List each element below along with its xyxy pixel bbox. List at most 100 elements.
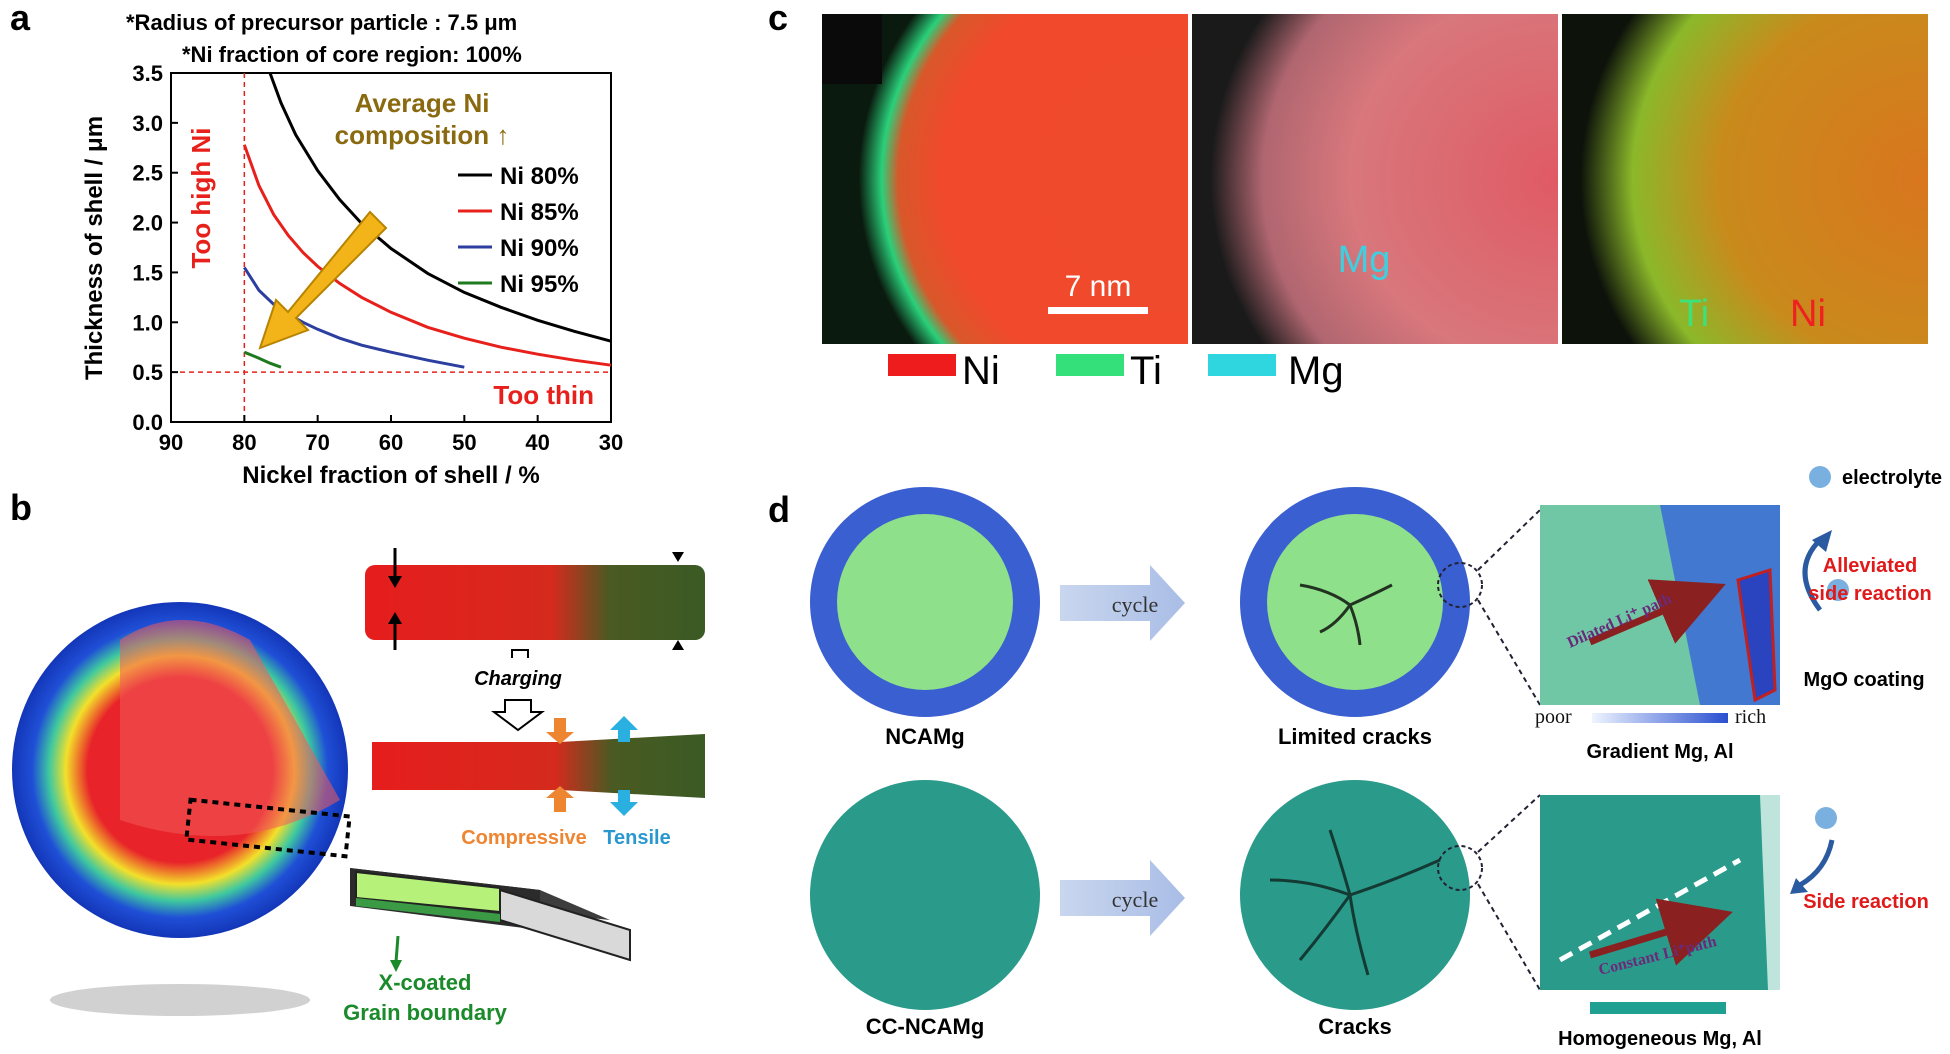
- sphere-cut-face: [120, 620, 340, 836]
- label-cracks: Cracks: [1318, 1014, 1391, 1039]
- legend-swatch-ti: [1056, 354, 1124, 376]
- particle-cc-ncamg: [810, 780, 1040, 1010]
- label-mgo-coating: MgO coating: [1803, 669, 1924, 691]
- y-tick-label: 1.0: [132, 310, 163, 335]
- cycle-label-bottom: cycle: [1112, 887, 1158, 912]
- chart-legend: Ni 80% Ni 85% Ni 90% Ni 95%: [458, 163, 579, 298]
- map-label-ni: Ni: [1790, 293, 1826, 335]
- compressive-arrow-top: [546, 718, 574, 744]
- y-tick-label: 1.5: [132, 260, 163, 285]
- scale-bar-label: 7 nm: [1065, 270, 1132, 303]
- y-tick-label: 0.5: [132, 360, 163, 385]
- label-ncamg: NCAMg: [885, 724, 964, 749]
- chart-a: *Radius of precursor particle : 7.5 μm *…: [81, 10, 623, 489]
- legend-label-1: Ni 80%: [500, 163, 579, 190]
- rod-before-charging: [365, 565, 705, 640]
- annotation-composition: composition ↑: [335, 120, 510, 150]
- x-tick-label: 80: [232, 430, 256, 455]
- legend-label-mg: Mg: [1288, 349, 1344, 393]
- label-electrolyte: electrolyte: [1842, 467, 1942, 489]
- highlight-box: [184, 797, 352, 859]
- label-gradient-mg-al: Gradient Mg, Al: [1586, 741, 1733, 763]
- label-charging: Charging: [474, 668, 562, 690]
- homogeneous-bar: [1590, 1002, 1726, 1014]
- panel-letter-b: b: [10, 487, 32, 528]
- tensile-arrow-bottom: [610, 790, 638, 816]
- label-rich: rich: [1735, 706, 1766, 728]
- constant-path-arrow: [1588, 898, 1733, 966]
- legend-swatch-mg: [1208, 354, 1276, 376]
- electrolyte-dot: [1809, 466, 1831, 488]
- label-tensile: Tensile: [603, 827, 670, 849]
- chart-x-label: Nickel fraction of shell / %: [242, 462, 539, 489]
- map-label-mg: Mg: [1338, 239, 1391, 281]
- cutaway-sphere: [12, 602, 352, 1016]
- chart-ticks: 90 80 70 60 50 40 30 0.0 0.5 1.0 1.5 2.0 2.5 3.0 3.5: [132, 61, 623, 455]
- annotation-average-ni: Average Ni: [355, 88, 490, 118]
- label-grain-boundary: Grain boundary: [343, 1000, 508, 1025]
- y-tick-label: 2.5: [132, 161, 163, 186]
- panel-c: 7 nm Mg Ti Ni Ni Ti Mg: [822, 14, 1928, 393]
- charging-arrow: [491, 699, 545, 732]
- legend-swatch-ni: [888, 354, 956, 376]
- y-tick-label: 2.0: [132, 211, 163, 236]
- chart-reference-lines: [171, 73, 611, 422]
- series-line-2: [242, 144, 612, 367]
- legend-label-ti: Ti: [1130, 349, 1162, 393]
- x-tick-label: 50: [452, 430, 476, 455]
- label-cc-ncamg: CC-NCAMg: [866, 1014, 985, 1039]
- series-line-1: [268, 72, 612, 343]
- x-tick-label: 40: [525, 430, 549, 455]
- label-side-reaction: Side reaction: [1803, 891, 1929, 913]
- annotation-too-thin: Too thin: [493, 380, 594, 410]
- cycle-arrow-top: [1060, 565, 1185, 641]
- legend-label-3: Ni 90%: [500, 235, 579, 262]
- map-ni-ti: [822, 14, 1188, 344]
- label-alleviated-side-reaction: side reaction: [1808, 583, 1931, 605]
- panel-letter-a: a: [10, 0, 31, 38]
- x-tick-label: 70: [305, 430, 329, 455]
- y-tick-label: 3.5: [132, 61, 163, 86]
- label-alleviated: Alleviated: [1823, 555, 1917, 577]
- panel-letter-c: c: [768, 0, 788, 38]
- cycle-label-top: cycle: [1112, 592, 1158, 617]
- map-legend: Ni Ti Mg: [888, 349, 1344, 393]
- dilated-path-arrow: [1588, 579, 1726, 646]
- coated-grain-grey: [499, 888, 631, 962]
- panel-letter-d: d: [768, 489, 790, 530]
- x-tick-label: 90: [159, 430, 183, 455]
- legend-label-2: Ni 85%: [500, 199, 579, 226]
- legend-label-4: Ni 95%: [500, 271, 579, 298]
- series-line-4: [243, 350, 282, 369]
- sphere-shadow: [50, 984, 310, 1016]
- rod-after-charging: [372, 734, 705, 798]
- cycle-arrow-bottom: [1060, 860, 1185, 936]
- legend-label-ni: Ni: [962, 349, 1000, 393]
- panel-b: X-coated Grain boundary Charging Compres…: [12, 548, 705, 1025]
- chart-note-ni-core: *Ni fraction of core region: 100%: [182, 42, 522, 67]
- panel-d: NCAMg cycle Limited cracks Dilated Li⁺ p…: [810, 466, 1942, 1050]
- label-compressive: Compressive: [461, 827, 587, 849]
- scale-bar: [1048, 307, 1148, 314]
- average-ni-arrow: [258, 210, 388, 350]
- particle-cracks: [1240, 780, 1470, 1010]
- crack-lines-limited: [1299, 583, 1393, 646]
- map-mg: [1192, 14, 1558, 344]
- gradient-bar: [1592, 713, 1728, 723]
- chart-series: [242, 72, 612, 369]
- label-homogeneous-mg-al: Homogeneous Mg, Al: [1558, 1028, 1762, 1050]
- annotation-too-high-ni: Too high Ni: [186, 127, 216, 268]
- chart-note-radius: *Radius of precursor particle : 7.5 μm: [126, 10, 517, 35]
- map-label-ti: Ti: [1679, 293, 1709, 335]
- x-tick-label: 30: [599, 430, 623, 455]
- series-line-3: [243, 266, 465, 369]
- x-tick-label: 60: [379, 430, 403, 455]
- y-tick-label: 0.0: [132, 410, 163, 435]
- compressive-arrow-bottom: [546, 786, 574, 812]
- mgo-coating-region: [1736, 567, 1777, 703]
- label-limited-cracks: Limited cracks: [1278, 724, 1432, 749]
- chart-y-label: Thickness of shell / μm: [81, 116, 108, 380]
- label-x-coated: X-coated: [379, 970, 472, 995]
- y-tick-label: 3.0: [132, 111, 163, 136]
